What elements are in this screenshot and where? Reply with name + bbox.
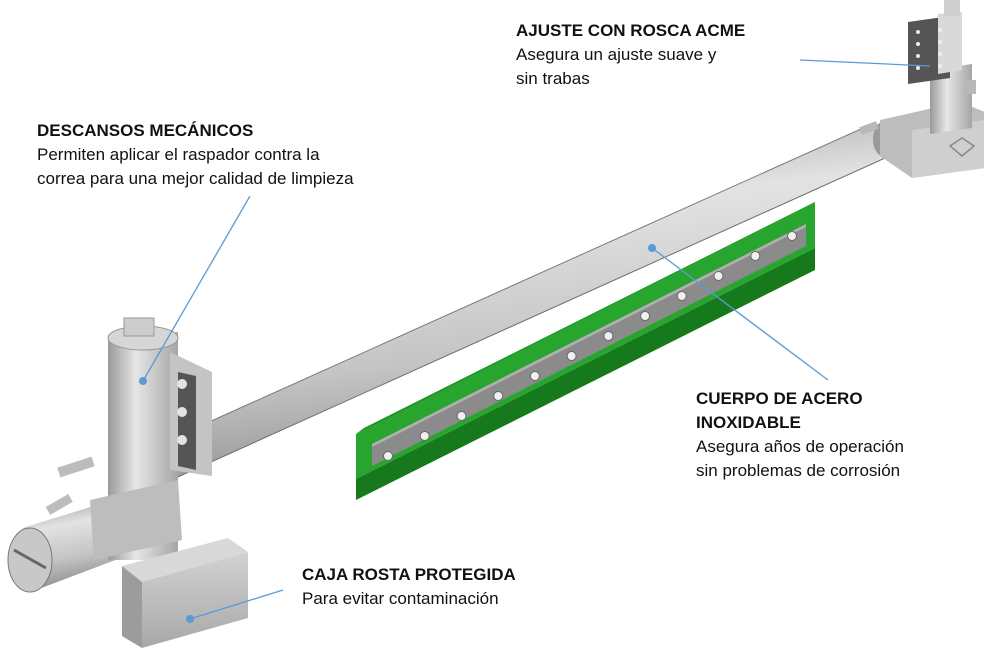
blade-bolt-icon — [713, 271, 724, 281]
callout-box-title: CAJA ROSTA PROTEGIDA — [302, 565, 516, 584]
leader-dot-bearings — [139, 377, 147, 385]
callout-acme-body-line-2: sin trabas — [516, 69, 590, 88]
blade-bolt-icon — [676, 291, 687, 301]
callout-stainless-body-line-2: sin problemas de corrosión — [696, 461, 901, 480]
callout-acme-adjustment: AJUSTE CON ROSCA ACME Asegura un ajuste … — [516, 19, 745, 91]
leader-line-bearings — [142, 195, 251, 382]
blade-bolt-icon — [603, 331, 614, 341]
callout-bearings-body-line-1: Permiten aplicar el raspador contra la — [37, 145, 320, 164]
callout-box-body-line-1: Para evitar contaminación — [302, 589, 499, 608]
callout-acme-body-line-1: Asegura un ajuste suave y — [516, 45, 717, 64]
blade-bolt-icon — [456, 411, 467, 421]
blade-bolt-icon — [787, 231, 797, 241]
callout-acme-title: AJUSTE CON ROSCA ACME — [516, 21, 746, 40]
left-post — [45, 317, 212, 560]
callout-stainless-body: CUERPO DE ACERO INOXIDABLE Asegura años … — [696, 387, 904, 483]
blade-bolt-icon — [529, 371, 540, 381]
leader-dots — [139, 244, 656, 623]
blade-bolts — [383, 231, 797, 461]
callout-bearings-body-line-2: correa para una mejor calidad de limpiez… — [37, 169, 354, 188]
blade-bolt-icon — [383, 451, 393, 461]
right-bracket — [859, 0, 984, 178]
scraper-blade — [356, 202, 815, 500]
blade-bolt-icon — [640, 311, 651, 321]
protected-box — [122, 538, 248, 648]
blade-bolt-icon — [566, 351, 577, 361]
callout-stainless-title-line-2: INOXIDABLE — [696, 413, 801, 432]
leader-dot-stainless — [648, 244, 656, 252]
leader-line-box — [189, 589, 284, 620]
callout-protected-box: CAJA ROSTA PROTEGIDA Para evitar contami… — [302, 563, 516, 611]
blade-bolt-icon — [750, 251, 761, 261]
leader-dot-box — [186, 615, 194, 623]
callout-stainless-title-line-1: CUERPO DE ACERO — [696, 389, 863, 408]
callout-bearings-title: DESCANSOS MECÁNICOS — [37, 121, 254, 140]
leader-lines — [142, 59, 931, 620]
callout-mechanical-bearings: DESCANSOS MECÁNICOS Permiten aplicar el … — [37, 119, 354, 191]
callout-stainless-body-line-1: Asegura años de operación — [696, 437, 904, 456]
leader-line-acme — [799, 59, 931, 67]
blade-bolt-icon — [493, 391, 504, 401]
blade-bolt-icon — [419, 431, 430, 441]
leader-line-stainless — [651, 247, 829, 381]
